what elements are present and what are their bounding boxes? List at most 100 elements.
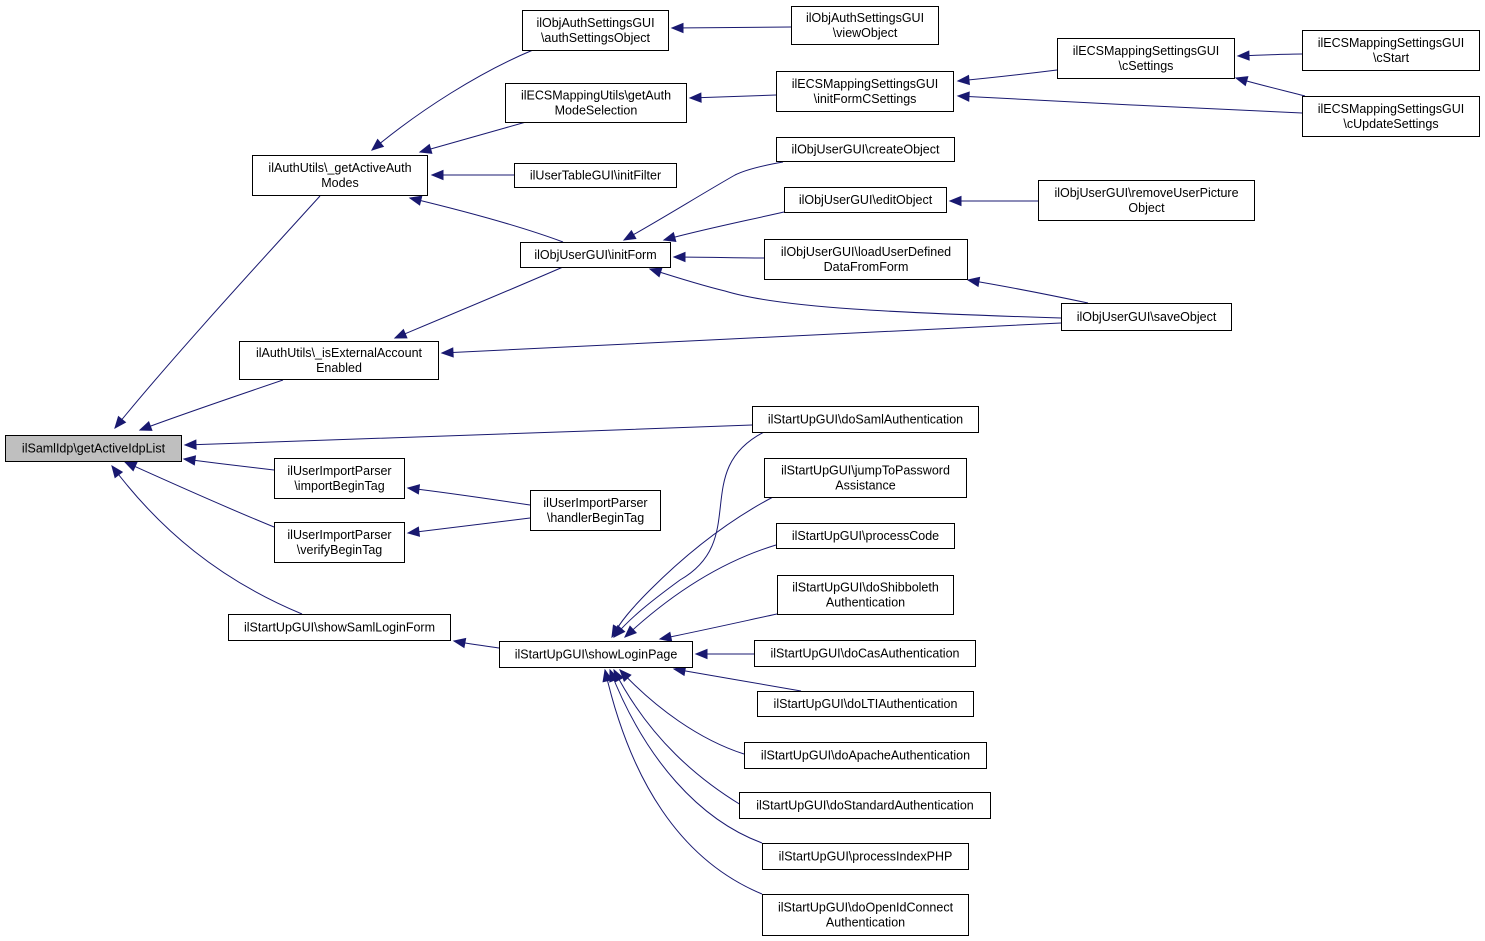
edge-arrowhead [966,276,981,288]
edge-cSettings-to-initFormCSettings [956,69,1058,86]
node-doStandardAuthentication[interactable]: ilStartUpGUI\doStandardAuthentication [739,792,991,819]
node-box [5,435,182,462]
node-box [274,458,405,499]
node-cUpdateSettings[interactable]: ilECSMappingSettingsGUI\cUpdateSettings [1302,96,1480,137]
edge-doApacheAuthentication-to-showLoginPage [619,669,745,755]
node-label-line: \authSettingsObject [541,31,651,45]
edge-cStart-to-cSettings [1236,50,1303,61]
edge-arrowhead [956,74,970,86]
edge-doOpenIdConnectAuthentication-to-showLoginPage [602,668,763,895]
node-label-line: \cSettings [1119,59,1174,73]
node-label-line: \initFormCSettings [814,92,917,106]
edge-line [441,322,1062,354]
node-doApacheAuthentication[interactable]: ilStartUpGUI\doApacheAuthentication [744,742,987,769]
node-authSettingsObject[interactable]: ilObjAuthSettingsGUI\authSettingsObject [522,10,669,51]
node-label-line: \cStart [1373,51,1410,65]
node-box [776,71,954,112]
node-createObject[interactable]: ilObjUserGUI\createObject [776,137,955,162]
edge-arrowhead [408,195,423,206]
node-showLoginPage[interactable]: ilStartUpGUI\showLoginPage [499,641,693,668]
node-label-line: ilECSMappingSettingsGUI [1318,102,1465,116]
node-importBeginTag[interactable]: ilUserImportParser\importBeginTag [274,458,405,499]
node-doSamlAuthentication[interactable]: ilStartUpGUI\doSamlAuthentication [752,406,979,433]
edge-arrowhead [111,464,124,479]
node-label-line: Object [1128,201,1165,215]
edge-arrowhead [948,195,962,207]
node-label-line: Authentication [826,916,905,930]
edge-processIndexPHP-to-showLoginPage [609,668,763,844]
node-box [522,10,669,51]
node-showSamlLoginForm[interactable]: ilStartUpGUI\showSamlLoginForm [228,614,451,641]
edge-arrowhead [406,526,421,537]
edge-line [673,256,765,259]
edge-line [407,517,531,534]
node-saveObject[interactable]: ilObjUserGUI\saveObject [1061,303,1232,331]
edge-doStandardAuthentication-to-showLoginPage [613,668,742,806]
edge-arrowhead [611,624,623,639]
node-label-line: Enabled [316,361,362,375]
edge-line [409,197,564,243]
node-box [744,742,987,769]
edge-arrowhead [183,439,197,450]
edge-line [613,431,765,638]
edge-line [659,613,778,640]
edge-arrowhead [418,143,433,154]
node-box [791,6,939,45]
edge-cUpdateSettings-to-cSettings [1234,76,1306,97]
node-label-line: ilUserImportParser [287,528,391,542]
edge-viewObject-to-authSettingsObject [670,22,792,34]
node-label-line: Modes [321,176,359,190]
node-label-line: \verifyBeginTag [297,543,383,557]
edge-importBeginTag-to-root [182,455,275,471]
edge-line [124,461,275,528]
node-box [754,640,976,667]
node-doCasAuthentication[interactable]: ilStartUpGUI\doCasAuthentication [754,640,976,667]
node-box [777,575,954,615]
node-label-line: ilStartUpGUI\showLoginPage [515,648,678,662]
edge-editObject-to-initForm [662,211,785,243]
edge-line [419,121,527,153]
node-box [1302,96,1480,137]
node-verifyBeginTag[interactable]: ilUserImportParser\verifyBeginTag [274,522,405,563]
node-label-line: ilObjUserGUI\initForm [534,248,656,262]
edge-jumpToPasswordAssistance-to-showLoginPage [611,496,774,639]
node-label-line: ilSamlIdp\getActiveIdpList [22,442,166,456]
node-initForm[interactable]: ilObjUserGUI\initForm [520,242,671,268]
node-editObject[interactable]: ilObjUserGUI\editObject [784,187,947,213]
edge-initFormCSettings-to-getAuthModeSelection [688,92,777,103]
node-root[interactable]: ilSamlIdp\getActiveIdpList [5,435,182,462]
node-label-line: ilStartUpGUI\doStandardAuthentication [756,799,974,813]
node-handlerBeginTag[interactable]: ilUserImportParser\handlerBeginTag [530,490,661,531]
edge-authSettingsObject-to-getActiveAuthModes [370,49,534,151]
node-cStart[interactable]: ilECSMappingSettingsGUI\cStart [1302,30,1480,71]
edge-line [957,95,1303,114]
edge-line [689,94,777,99]
node-processIndexPHP[interactable]: ilStartUpGUI\processIndexPHP [762,843,969,870]
node-initFormCSettings[interactable]: ilECSMappingSettingsGUI\initFormCSetting… [776,71,954,112]
node-box [514,163,677,188]
node-label-line: ilStartUpGUI\doSamlAuthentication [768,413,963,427]
node-label-line: \viewObject [833,26,898,40]
node-viewObject[interactable]: ilObjAuthSettingsGUI\viewObject [791,6,939,45]
node-label-line: ilStartUpGUI\processIndexPHP [779,850,953,864]
node-cSettings[interactable]: ilECSMappingSettingsGUI\cSettings [1057,38,1235,79]
node-initFilter[interactable]: ilUserTableGUI\initFilter [514,163,677,188]
edge-initForm-to-getActiveAuthModes [408,195,564,243]
nodes-layer: ilSamlIdp\getActiveIdpList ilAuthUtils\_g… [5,6,1480,936]
edge-doSamlAuthentication-to-root [183,424,753,450]
node-processCode[interactable]: ilStartUpGUI\processCode [776,523,955,549]
edge-line [957,69,1058,82]
node-doLTIAuthentication[interactable]: ilStartUpGUI\doLTIAuthentication [757,691,974,717]
node-label-line: ilStartUpGUI\doCasAuthentication [771,647,960,661]
node-doOpenIdConnectAuthentication[interactable]: ilStartUpGUI\doOpenIdConnectAuthenticati… [762,894,969,936]
node-label-line: ilObjAuthSettingsGUI [536,16,654,30]
edge-initFilter-to-getActiveAuthModes [430,169,514,181]
edge-handlerBeginTag-to-importBeginTag [406,484,531,506]
